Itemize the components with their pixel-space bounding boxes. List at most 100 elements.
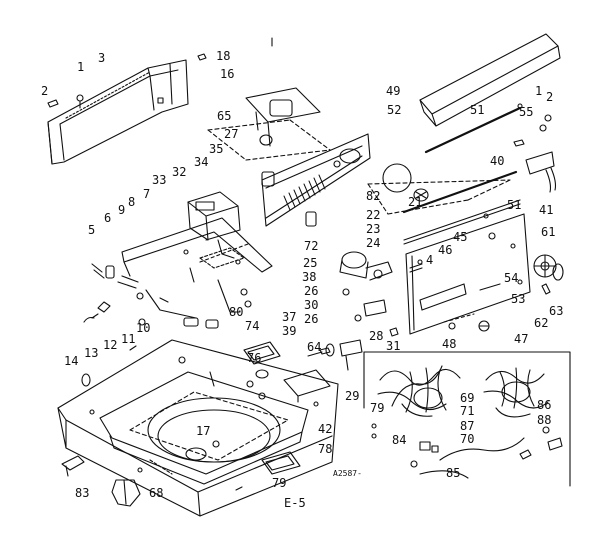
rear-console [419,33,561,193]
wiring-harness-inset [363,351,571,487]
callout-85: 85 [446,466,461,480]
callout-47: 47 [514,332,529,346]
callout-65: 65 [217,109,232,123]
callout-1b: 1 [535,84,543,98]
callout-2: 2 [41,84,49,98]
callout-32: 32 [172,165,187,179]
callout-82: 82 [366,189,381,203]
callout-49: 49 [386,84,401,98]
callout-39: 39 [282,324,297,338]
callout-76: 76 [247,351,262,365]
callout-29: 29 [345,389,360,403]
callout-42: 42 [318,422,333,436]
callout-27: 27 [224,127,239,141]
callout-25: 25 [303,256,318,270]
callout-86: 86 [537,398,552,412]
callout-11: 11 [121,332,136,346]
callout-12: 12 [103,338,118,352]
screw-79b [235,486,243,491]
callout-37: 37 [282,310,297,324]
control-panel [261,133,371,227]
callout-68: 68 [149,486,164,500]
callout-6: 6 [104,211,112,225]
callout-41: 41 [539,203,554,217]
timer-housing [197,53,331,161]
callout-16: 16 [220,67,235,81]
plate-78 [261,451,301,475]
top-bracket [121,217,273,277]
callout-79b: 79 [272,476,287,490]
hinge-hardware [91,263,252,329]
washer-top [57,339,339,517]
screws-1-2-left [47,94,84,109]
callout-18: 18 [216,49,231,63]
callout-72: 72 [304,239,319,253]
cover-74 [243,341,281,365]
callout-9: 9 [118,203,126,217]
callout-33: 33 [152,173,167,187]
callout-31: 31 [386,339,401,353]
cam-76 [255,369,269,379]
callout-74: 74 [245,319,260,333]
callout-26b: 26 [304,312,319,326]
page-reference: E-5 [284,496,306,510]
callout-70: 70 [460,432,475,446]
callout-1: 1 [77,60,85,74]
back-panel-assembly [367,163,531,335]
callout-8: 8 [128,195,136,209]
callout-53: 53 [511,292,526,306]
callout-22: 22 [366,208,381,222]
callout-21: 21 [408,195,423,209]
callout-5: 5 [88,223,96,237]
callout-34: 34 [194,155,209,169]
switch-72 [305,211,317,227]
callout-30: 30 [304,298,319,312]
callout-48: 48 [442,337,457,351]
callout-62: 62 [534,316,549,330]
callout-3: 3 [98,51,106,65]
callout-51b: 51 [507,198,522,212]
top-seam [149,459,173,475]
panel-42 [283,369,331,403]
callout-10: 10 [136,321,151,335]
callout-24: 24 [366,236,381,250]
diagram-code: A2587- [333,469,362,478]
callout-78: 78 [318,442,333,456]
callout-2b: 2 [546,90,554,104]
callout-71: 71 [460,404,475,418]
callout-40: 40 [490,154,505,168]
drive-pulley [533,254,564,295]
hinge-pins-10-14 [81,301,146,387]
motor-pump [339,251,423,337]
callout-69: 69 [460,391,475,405]
callout-26: 26 [304,284,319,298]
callout-17: 17 [196,424,211,438]
lid-switch-28 [307,339,363,371]
callout-84: 84 [392,433,407,447]
wire-lead [189,267,195,283]
callout-55: 55 [519,105,534,119]
bumper-68 [111,479,141,507]
callout-14: 14 [64,354,79,368]
callout-83: 83 [75,486,90,500]
callout-4: 4 [426,253,434,267]
callout-51: 51 [470,103,485,117]
callout-63: 63 [549,304,564,318]
callout-7: 7 [143,187,151,201]
wire-clamps [443,313,490,332]
wire-rod [217,279,241,313]
callout-23: 23 [366,222,381,236]
callout-13: 13 [84,346,99,360]
clip-83 [61,455,85,477]
callout-87: 87 [460,419,475,433]
callout-45: 45 [453,230,468,244]
callout-46: 46 [438,243,453,257]
callout-88: 88 [537,413,552,427]
callout-28: 28 [369,329,384,343]
callout-64: 64 [307,340,322,354]
callout-38: 38 [302,270,317,284]
callout-54: 54 [504,271,519,285]
callout-35: 35 [209,142,224,156]
